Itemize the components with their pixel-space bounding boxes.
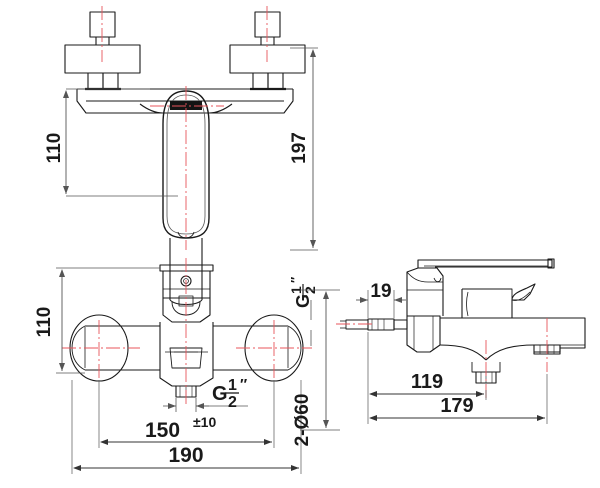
dimension-19 bbox=[356, 290, 406, 318]
lever-handle bbox=[417, 258, 555, 283]
brand-logo-mark bbox=[170, 101, 202, 110]
centerlines-top-view bbox=[101, 6, 268, 250]
side-body bbox=[406, 267, 444, 353]
inlet-thread-letter: G bbox=[293, 294, 313, 308]
outlet-thread-inch-mark: ″ bbox=[240, 376, 247, 393]
outlet-thread-numerator: 1 bbox=[228, 377, 237, 394]
dimension-label-179: 179 bbox=[440, 395, 473, 417]
outlet-thread-letter: G bbox=[212, 383, 228, 405]
dimension-label-119: 119 bbox=[411, 371, 443, 393]
dimension-label-190: 190 bbox=[168, 444, 203, 467]
centerlines-side-view bbox=[336, 318, 548, 398]
view-top-plan bbox=[64, 11, 306, 305]
dimension-front-110 bbox=[56, 267, 160, 374]
dimension-119 bbox=[367, 332, 487, 400]
centerlines-front-view bbox=[62, 258, 312, 404]
dimension-2-dia-60 bbox=[300, 289, 340, 431]
side-spout bbox=[439, 317, 586, 384]
dimension-label-150-tolerance: ±10 bbox=[193, 414, 216, 430]
dimension-label-front-110: 110 bbox=[34, 307, 55, 338]
dimension-label-150: 150 bbox=[145, 419, 180, 442]
dimension-190 bbox=[71, 380, 302, 474]
inlet-thread-numerator: 1 bbox=[288, 286, 304, 294]
dimension-top-110 bbox=[63, 88, 178, 197]
dimension-label-top-110: 110 bbox=[44, 133, 65, 164]
dimension-label-19: 19 bbox=[370, 281, 391, 302]
label-150-tolerance: 150 ±10 bbox=[145, 414, 216, 442]
dimension-label-2-dia-60: 2-Ø60 bbox=[292, 394, 313, 447]
outlet-thread-denominator: 2 bbox=[228, 394, 237, 411]
dimension-150 bbox=[98, 380, 275, 448]
diverter-knob bbox=[461, 283, 536, 319]
label-outlet-thread-g-half: G 1 2 ″ bbox=[212, 376, 247, 411]
inlet-thread-inch-mark: ″ bbox=[288, 277, 303, 283]
view-side-elevation bbox=[340, 258, 586, 384]
dimension-179 bbox=[367, 374, 548, 424]
wall-escutcheon bbox=[340, 318, 408, 331]
callout-outlet-thread bbox=[163, 398, 248, 412]
dimension-197 bbox=[290, 47, 318, 251]
dimension-label-197: 197 bbox=[289, 132, 310, 164]
